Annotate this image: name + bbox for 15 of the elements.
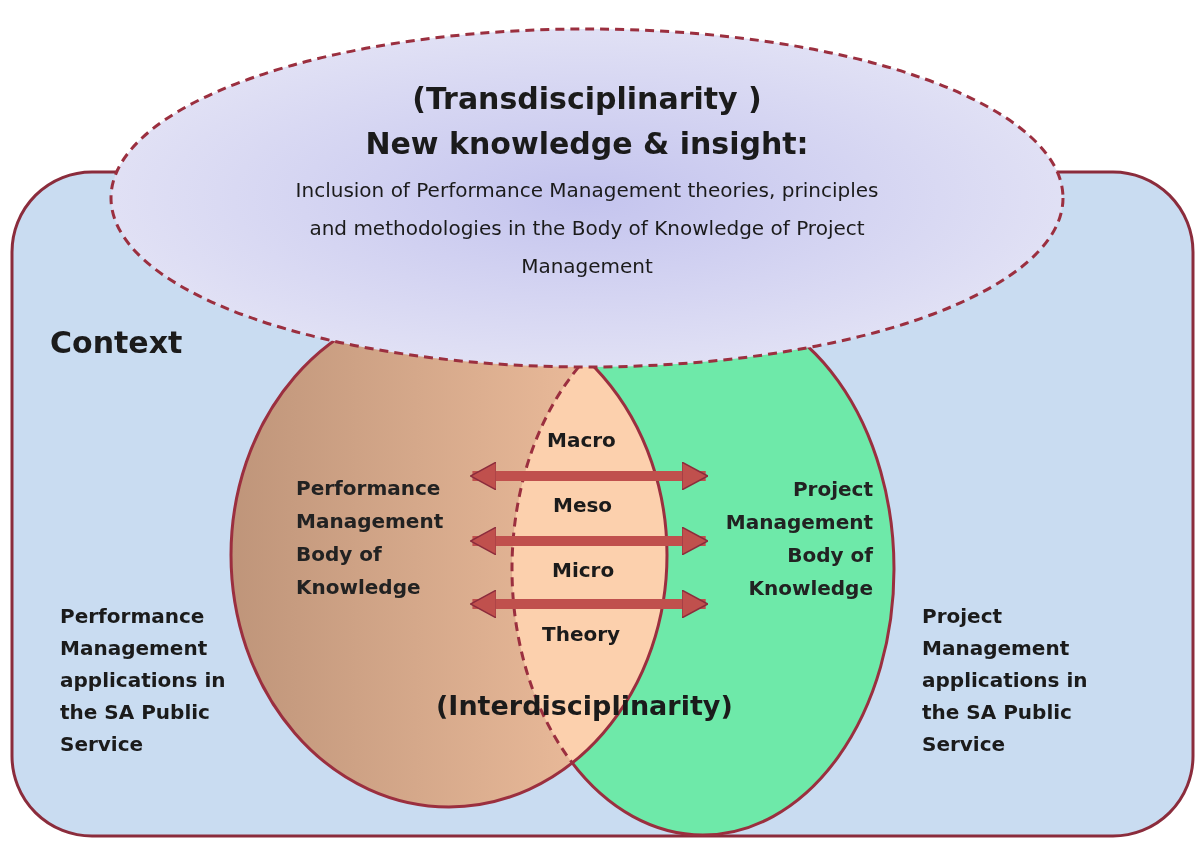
context-heading: Context — [50, 325, 183, 360]
double-arrow — [469, 589, 709, 619]
level-label: Micro — [552, 558, 615, 582]
context-note: Project Management applications in the SA Public Service — [922, 603, 1089, 758]
level-label: Macro — [547, 428, 616, 452]
context-note: Performance Management applications in the SA Public Service — [60, 603, 227, 758]
double-arrow — [469, 461, 709, 491]
ellipse-label: Performance Management Body of Knowledge — [296, 475, 445, 601]
ellipse-heading: (Transdisciplinarity ) — [411, 81, 763, 116]
level-label: Theory — [542, 622, 621, 646]
ellipse-subheading: New knowledge & insight: — [364, 126, 810, 161]
level-label: Meso — [553, 493, 613, 517]
ellipse-body-text: Inclusion of Performance Management theories, principles and methodologies in the Body of Knowledge of Project Management — [294, 177, 880, 280]
ellipse-label: Project Management Body of Knowledge — [724, 476, 873, 602]
double-arrow — [469, 526, 709, 556]
